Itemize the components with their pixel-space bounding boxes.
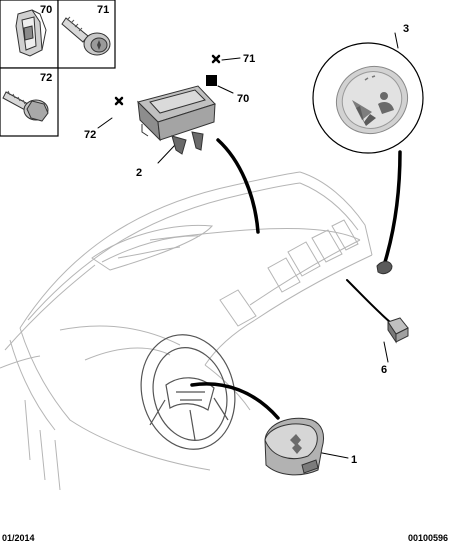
cross-marker-72 [114,96,124,106]
callout-inset-71: 71 [97,4,109,16]
passenger-airbag-module [137,85,216,155]
steering-wheel-drawing [140,334,236,450]
callout-marker-72: 72 [84,129,96,141]
footer-date: 01/2014 [2,533,35,543]
cross-marker-71 [211,54,221,64]
warning-indicator-magnifier [312,42,424,154]
driver-airbag-part [264,417,325,476]
pointer-lines [97,32,402,459]
callout-inset-72: 72 [40,72,52,84]
dashboard-drawing [0,171,373,491]
callout-part-2: 2 [136,167,142,179]
clip-nut-icon [15,9,47,57]
fastener-inset-panel [0,0,116,137]
connector-part [387,317,409,344]
footer-reference: 00100596 [408,533,448,543]
indicator-lamp-icon [376,261,393,275]
torx-screw-icon [61,16,111,56]
callout-part-1: 1 [351,454,357,466]
callout-labels: 70 71 72 71 70 72 2 3 1 6 [40,4,409,466]
hex-flange-bolt-icon [2,90,49,122]
callout-inset-70: 70 [40,4,52,16]
callout-marker-70: 70 [237,93,249,105]
screw-position-markers [114,54,221,106]
square-marker-70 [206,75,217,86]
callout-part-3: 3 [403,23,409,35]
inset-box-71 [57,0,116,69]
callout-part-6: 6 [381,364,387,376]
callout-marker-71: 71 [243,53,255,65]
